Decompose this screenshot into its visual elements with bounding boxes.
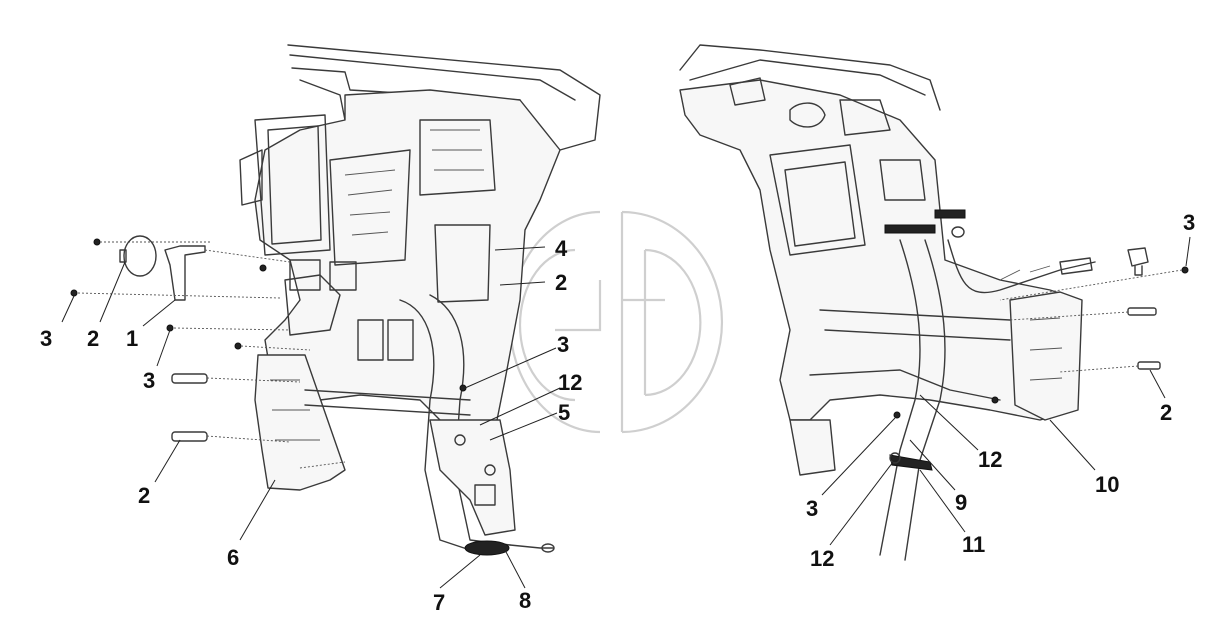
callouts-left: 3 2 1 3 4 2 3 12 5 2 6 7 8 (40, 236, 582, 615)
leader-lines (61, 236, 1191, 589)
callout-1: 1 (126, 326, 138, 351)
callout-12-right-b: 12 (810, 546, 834, 571)
callout-3-left-a: 3 (40, 326, 52, 351)
callouts-right: 3 2 10 12 9 11 3 12 (806, 210, 1195, 571)
callout-9: 9 (955, 490, 967, 515)
callout-2-right: 2 (1160, 400, 1172, 425)
callout-7: 7 (433, 590, 445, 615)
callout-6: 6 (227, 545, 239, 570)
callout-3-right-a: 3 (1183, 210, 1195, 235)
callout-3-left-b: 3 (143, 368, 155, 393)
left-assembly (70, 44, 601, 556)
callout-10: 10 (1095, 472, 1119, 497)
callout-5: 5 (558, 400, 570, 425)
right-assembly (679, 44, 1189, 561)
callout-2-left-b: 2 (555, 270, 567, 295)
callout-2-left-c: 2 (138, 483, 150, 508)
callout-8: 8 (519, 588, 531, 613)
callout-12-right-a: 12 (978, 447, 1002, 472)
watermark-logo (508, 210, 724, 434)
callout-12-left: 12 (558, 370, 582, 395)
callout-11: 11 (962, 532, 985, 557)
right-fasteners (893, 266, 1189, 419)
callout-4: 4 (555, 236, 568, 261)
callout-3-left-c: 3 (557, 332, 569, 357)
callout-3-right-b: 3 (806, 496, 818, 521)
callout-2-left-a: 2 (87, 326, 99, 351)
